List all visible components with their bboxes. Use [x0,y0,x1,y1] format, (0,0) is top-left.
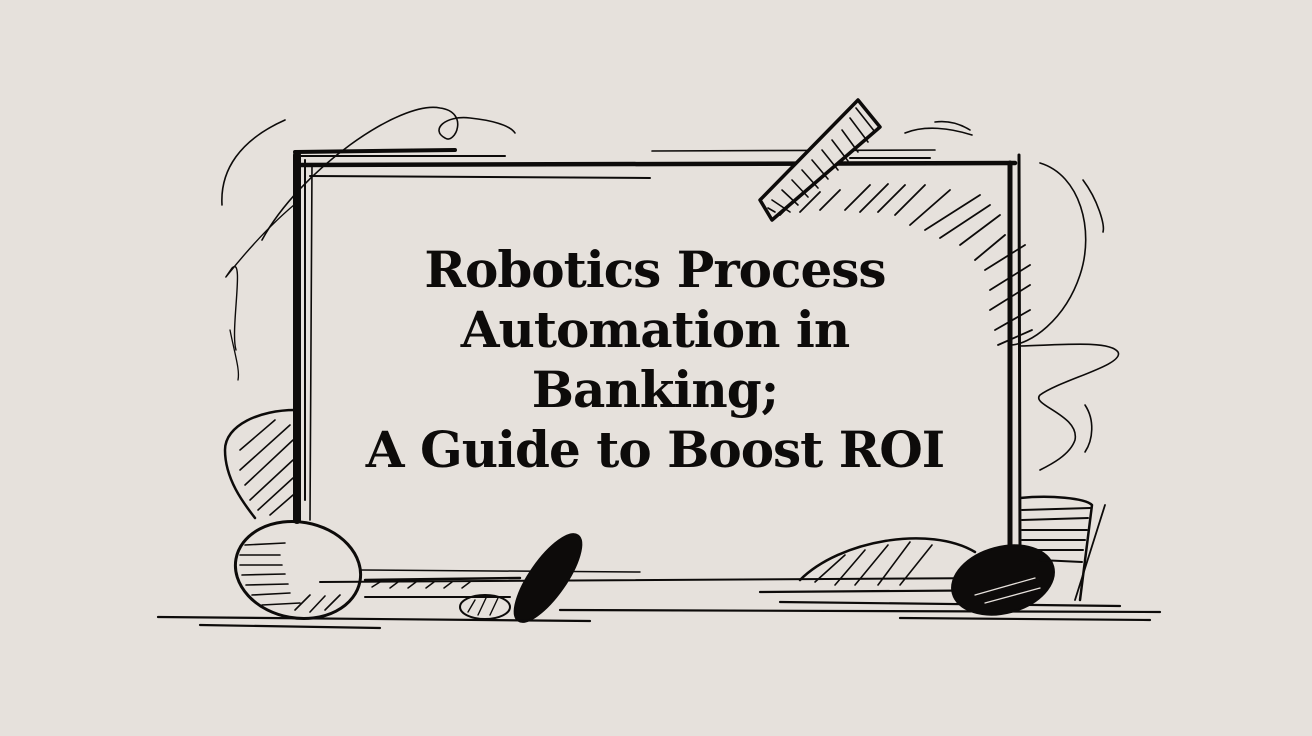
sketch-frame [293,148,1022,583]
dome-object-right [798,537,977,586]
illustration-title: Robotics Process Automation in Banking; … [310,240,1000,480]
curved-shell-left [223,408,297,520]
title-line: Automation in [460,300,850,359]
swirl-top-right [904,120,1120,471]
wand-object [363,533,583,623]
cup-object-right [1018,495,1106,602]
title-line: A Guide to Boost ROI [365,420,945,479]
corner-hatching [779,183,1033,346]
dark-stone-right [951,544,1055,616]
tape-strip [758,98,882,222]
oval-object-left [233,519,363,621]
title-line: Robotics Process [424,240,886,299]
title-line: Banking; [531,360,779,419]
